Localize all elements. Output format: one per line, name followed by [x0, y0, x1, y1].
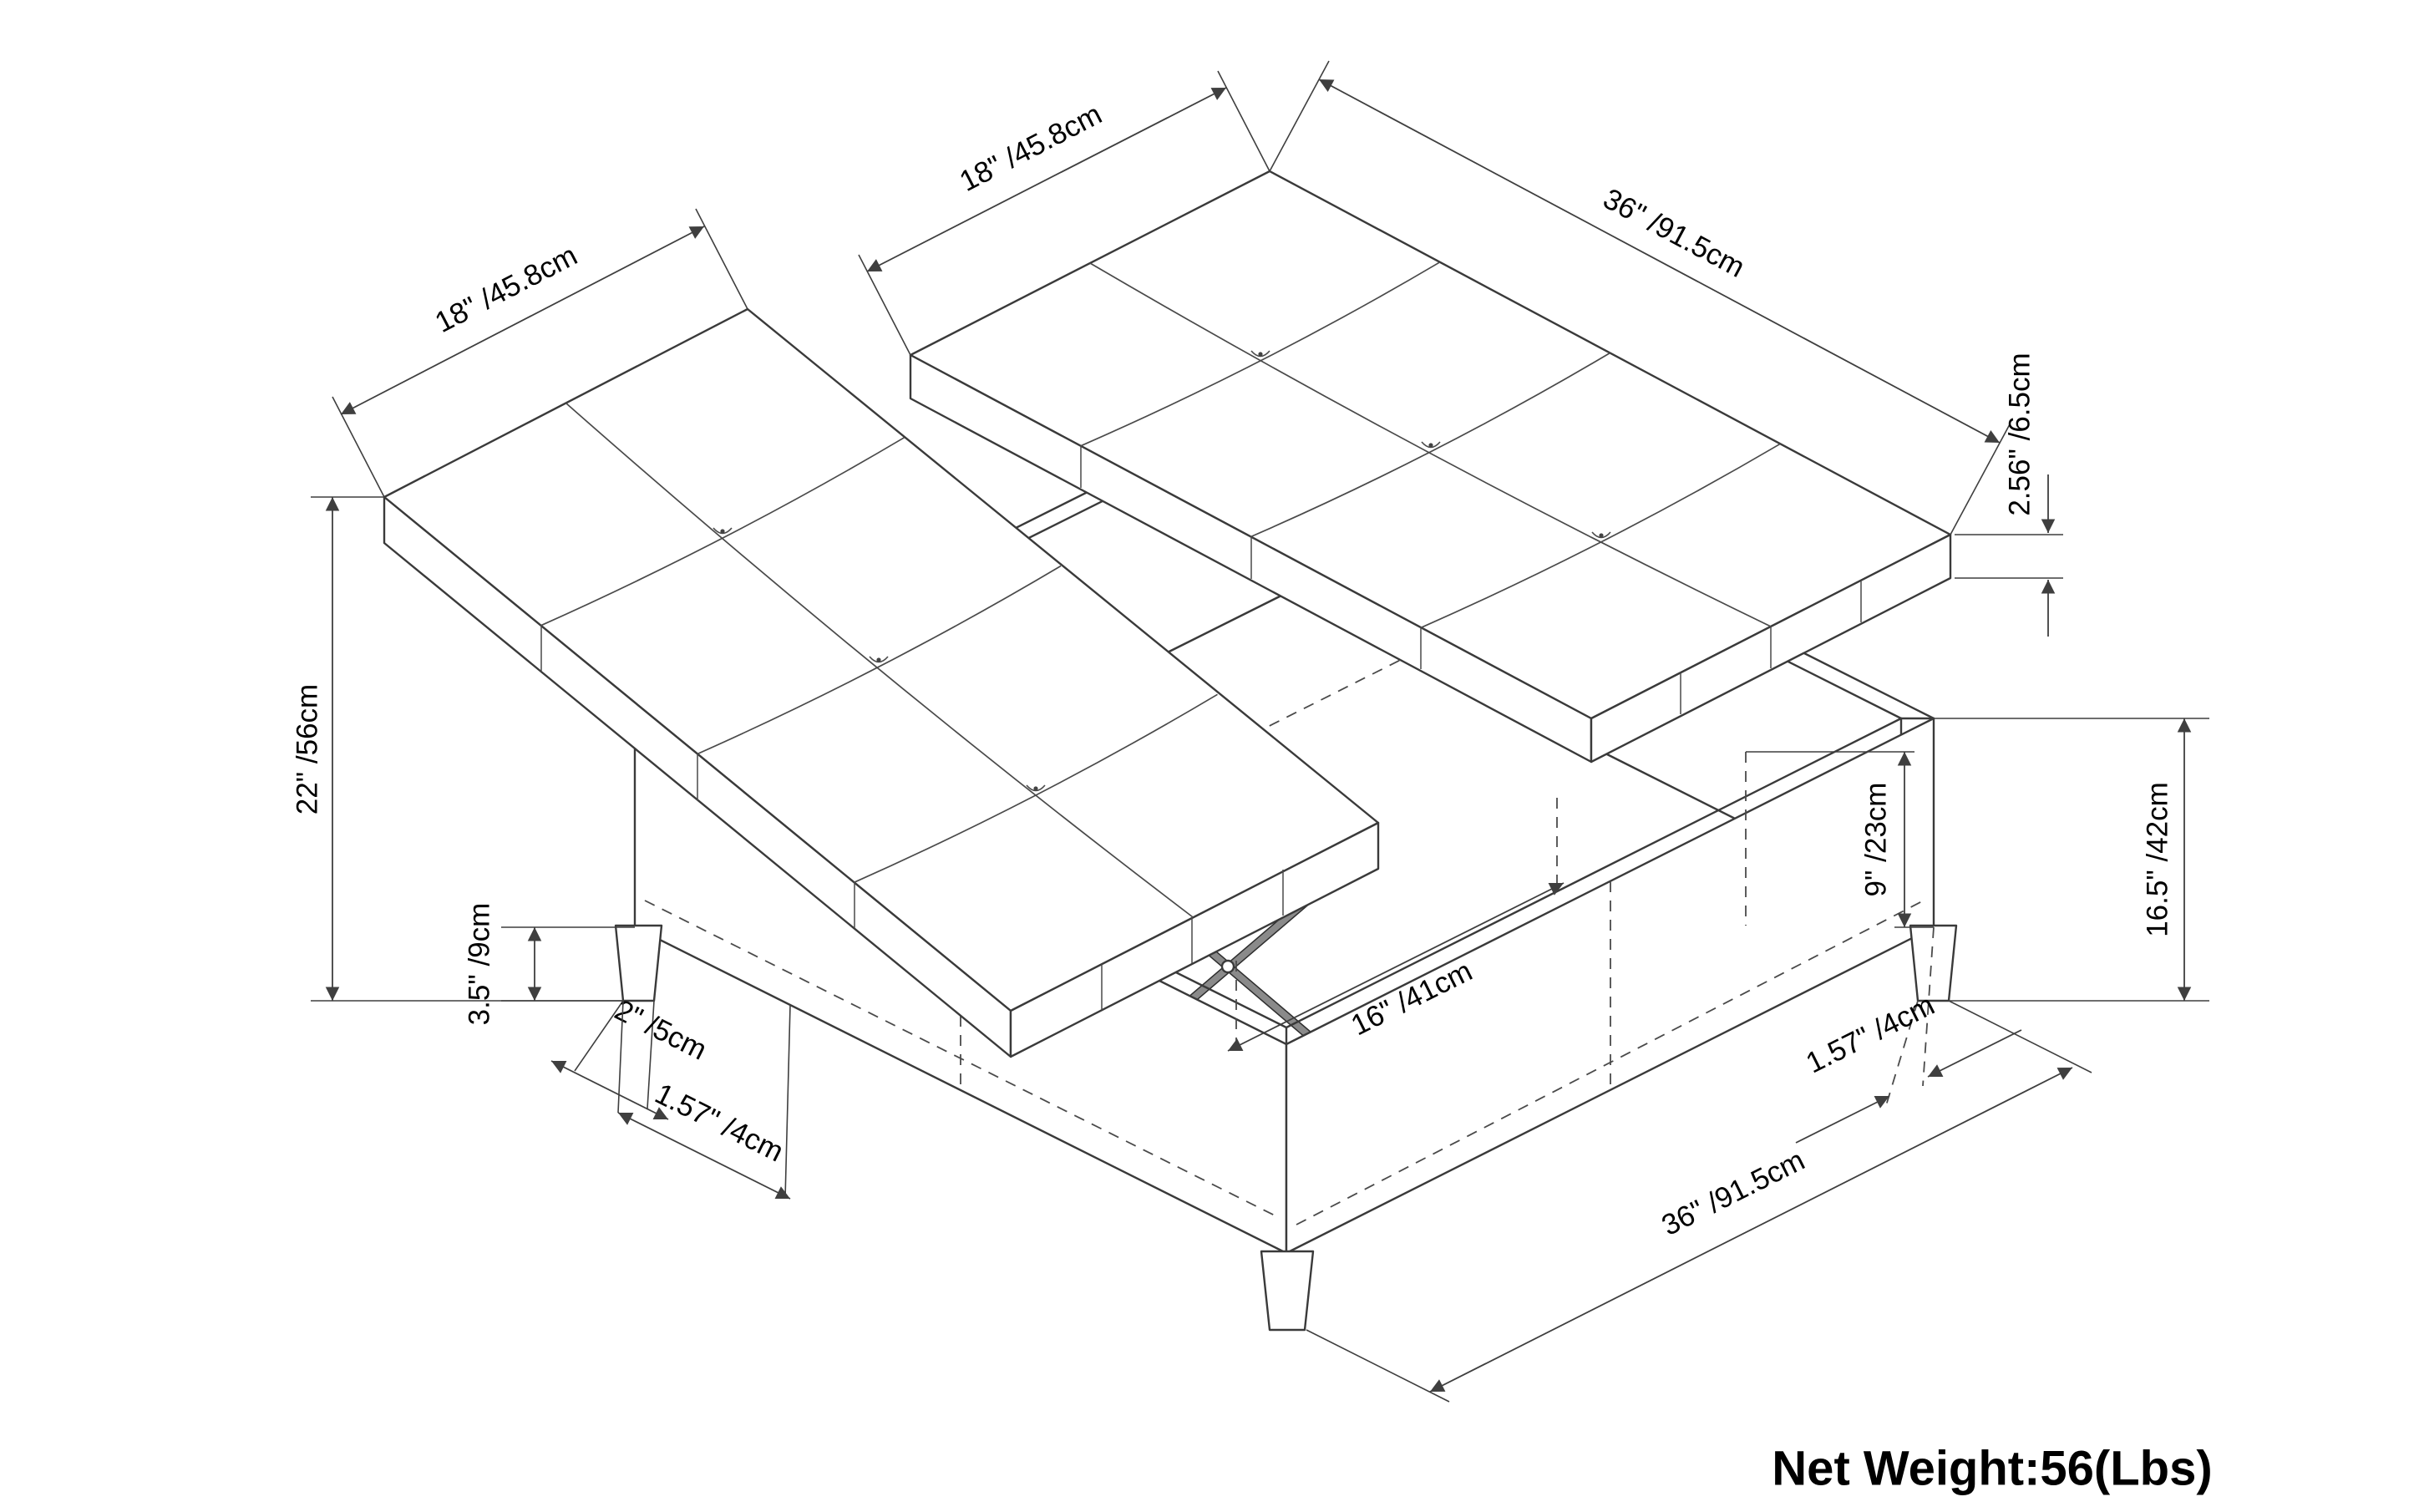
- dim-leg-height: 3.5" /9cm: [463, 903, 635, 1026]
- dim-label-leg-height: 3.5" /9cm: [463, 903, 495, 1026]
- dim-label-interior-depth: 9" /23cm: [1859, 783, 1892, 897]
- lift-pivot: [1220, 959, 1235, 974]
- bottom-board-hidden-left: [644, 900, 1277, 1217]
- dim-label-leg-width: 2" /5cm: [610, 993, 713, 1066]
- dim-label-base-height: 16.5" /42cm: [2141, 782, 2173, 937]
- dim-label-right-cushion-width: 18" /45.8cm: [955, 98, 1108, 198]
- dim-label-cushion-thickness: 2.56" /6.5cm: [2003, 353, 2036, 515]
- left-leg: [614, 924, 663, 1002]
- dim-label-bottom-length: 36" /91.5cm: [1656, 1144, 1809, 1242]
- net-weight-text: Net Weight:56(Lbs): [1772, 1441, 2212, 1495]
- left-cushion: [383, 307, 1380, 1058]
- dim-base-height: 16.5" /42cm: [1934, 718, 2209, 1002]
- right-cushion: [909, 170, 1952, 764]
- dim-label-right-leg-inset: 1.57" /4cm: [1801, 988, 1940, 1079]
- front-leg: [1260, 1250, 1315, 1332]
- dim-cushion-thickness: 2.56" /6.5cm: [1955, 353, 2063, 637]
- left-cushion-tufting: [540, 402, 1284, 1010]
- dim-interior-depth: 9" /23cm: [1746, 751, 1934, 928]
- dim-label-left-leg-inset: 1.57" /4cm: [650, 1077, 789, 1168]
- bottom-board-hidden-right: [1296, 900, 1925, 1225]
- dim-label-overall-height: 22" /56cm: [291, 684, 323, 814]
- dim-label-left-cushion-width: 18" /45.8cm: [430, 239, 583, 339]
